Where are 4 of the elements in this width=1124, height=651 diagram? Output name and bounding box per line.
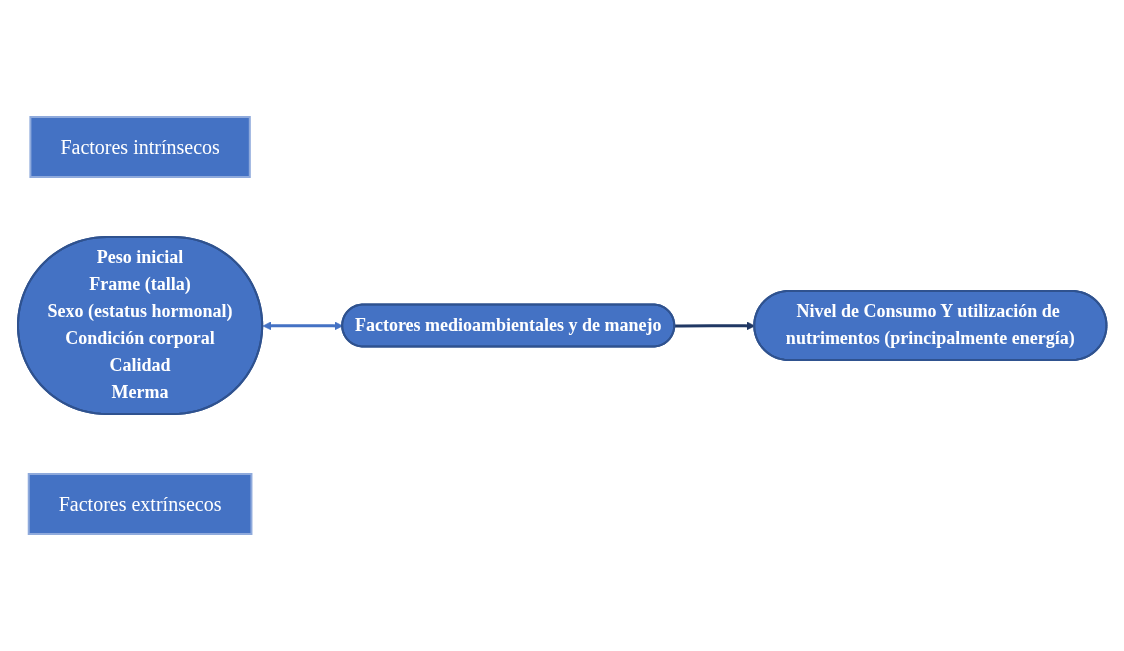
node-box: Factores intrínsecos [29, 116, 251, 178]
node-box: Factores extrínsecos [27, 473, 253, 535]
arrow [262, 321, 343, 331]
arrow [674, 321, 755, 331]
